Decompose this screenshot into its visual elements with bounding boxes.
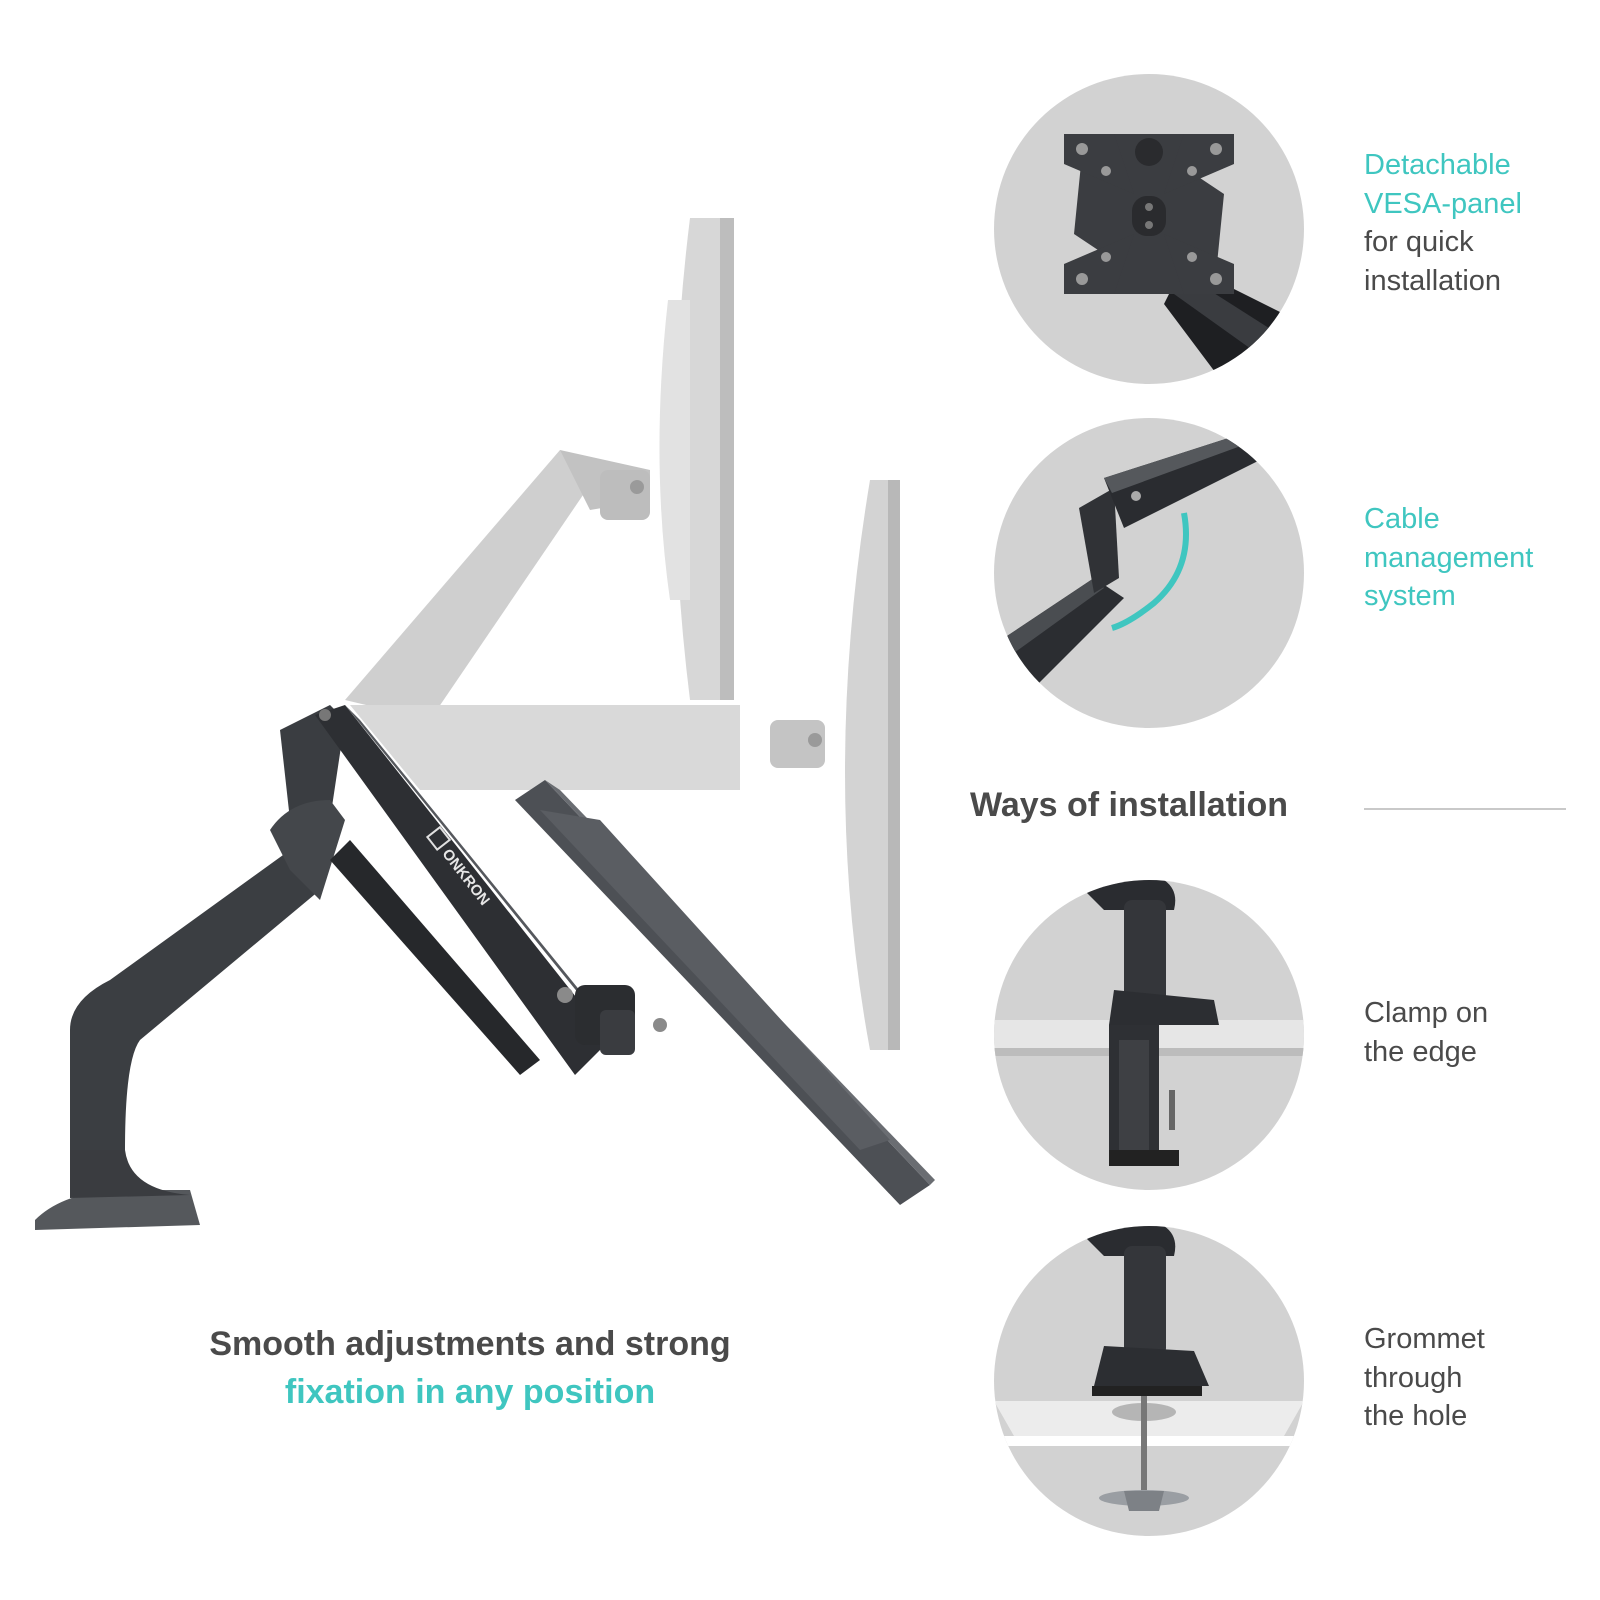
ghost-arm-upper <box>345 450 650 720</box>
tagline-line-1: Smooth adjustments and strong <box>209 1325 731 1363</box>
vesa-plate-icon <box>1064 134 1234 294</box>
dark-monitor <box>515 780 935 1205</box>
monitor-arm-illustration: ONKRON <box>35 218 935 1230</box>
cable-management-caption: Cable management system <box>1364 503 1534 612</box>
cable-management-circle <box>994 418 1304 728</box>
ghost-arm-middle <box>350 705 825 790</box>
tagline-line-2: fixation in any position <box>284 1373 656 1411</box>
ghost-monitor-lower <box>845 480 900 1050</box>
ghost-monitor-upper <box>659 218 734 700</box>
vesa-panel-caption: Detachable VESA-panel for quick installa… <box>1364 149 1522 297</box>
tagline: Smooth adjustments and strong fixation i… <box>140 1320 800 1416</box>
grommet-icon <box>1074 1226 1209 1511</box>
grommet-install-circle <box>994 1226 1304 1536</box>
clamp-icon <box>1074 880 1219 1166</box>
installation-title: Ways of installation <box>970 786 1289 824</box>
clamp-install-circle <box>994 880 1304 1190</box>
clamp-caption: Clamp on the edge <box>1364 997 1489 1068</box>
dark-arm <box>35 705 667 1230</box>
vesa-panel-circle <box>994 74 1304 384</box>
grommet-caption: Grommet through the hole <box>1364 1323 1485 1432</box>
cable-icon <box>1111 512 1189 631</box>
section-divider <box>1364 808 1566 810</box>
